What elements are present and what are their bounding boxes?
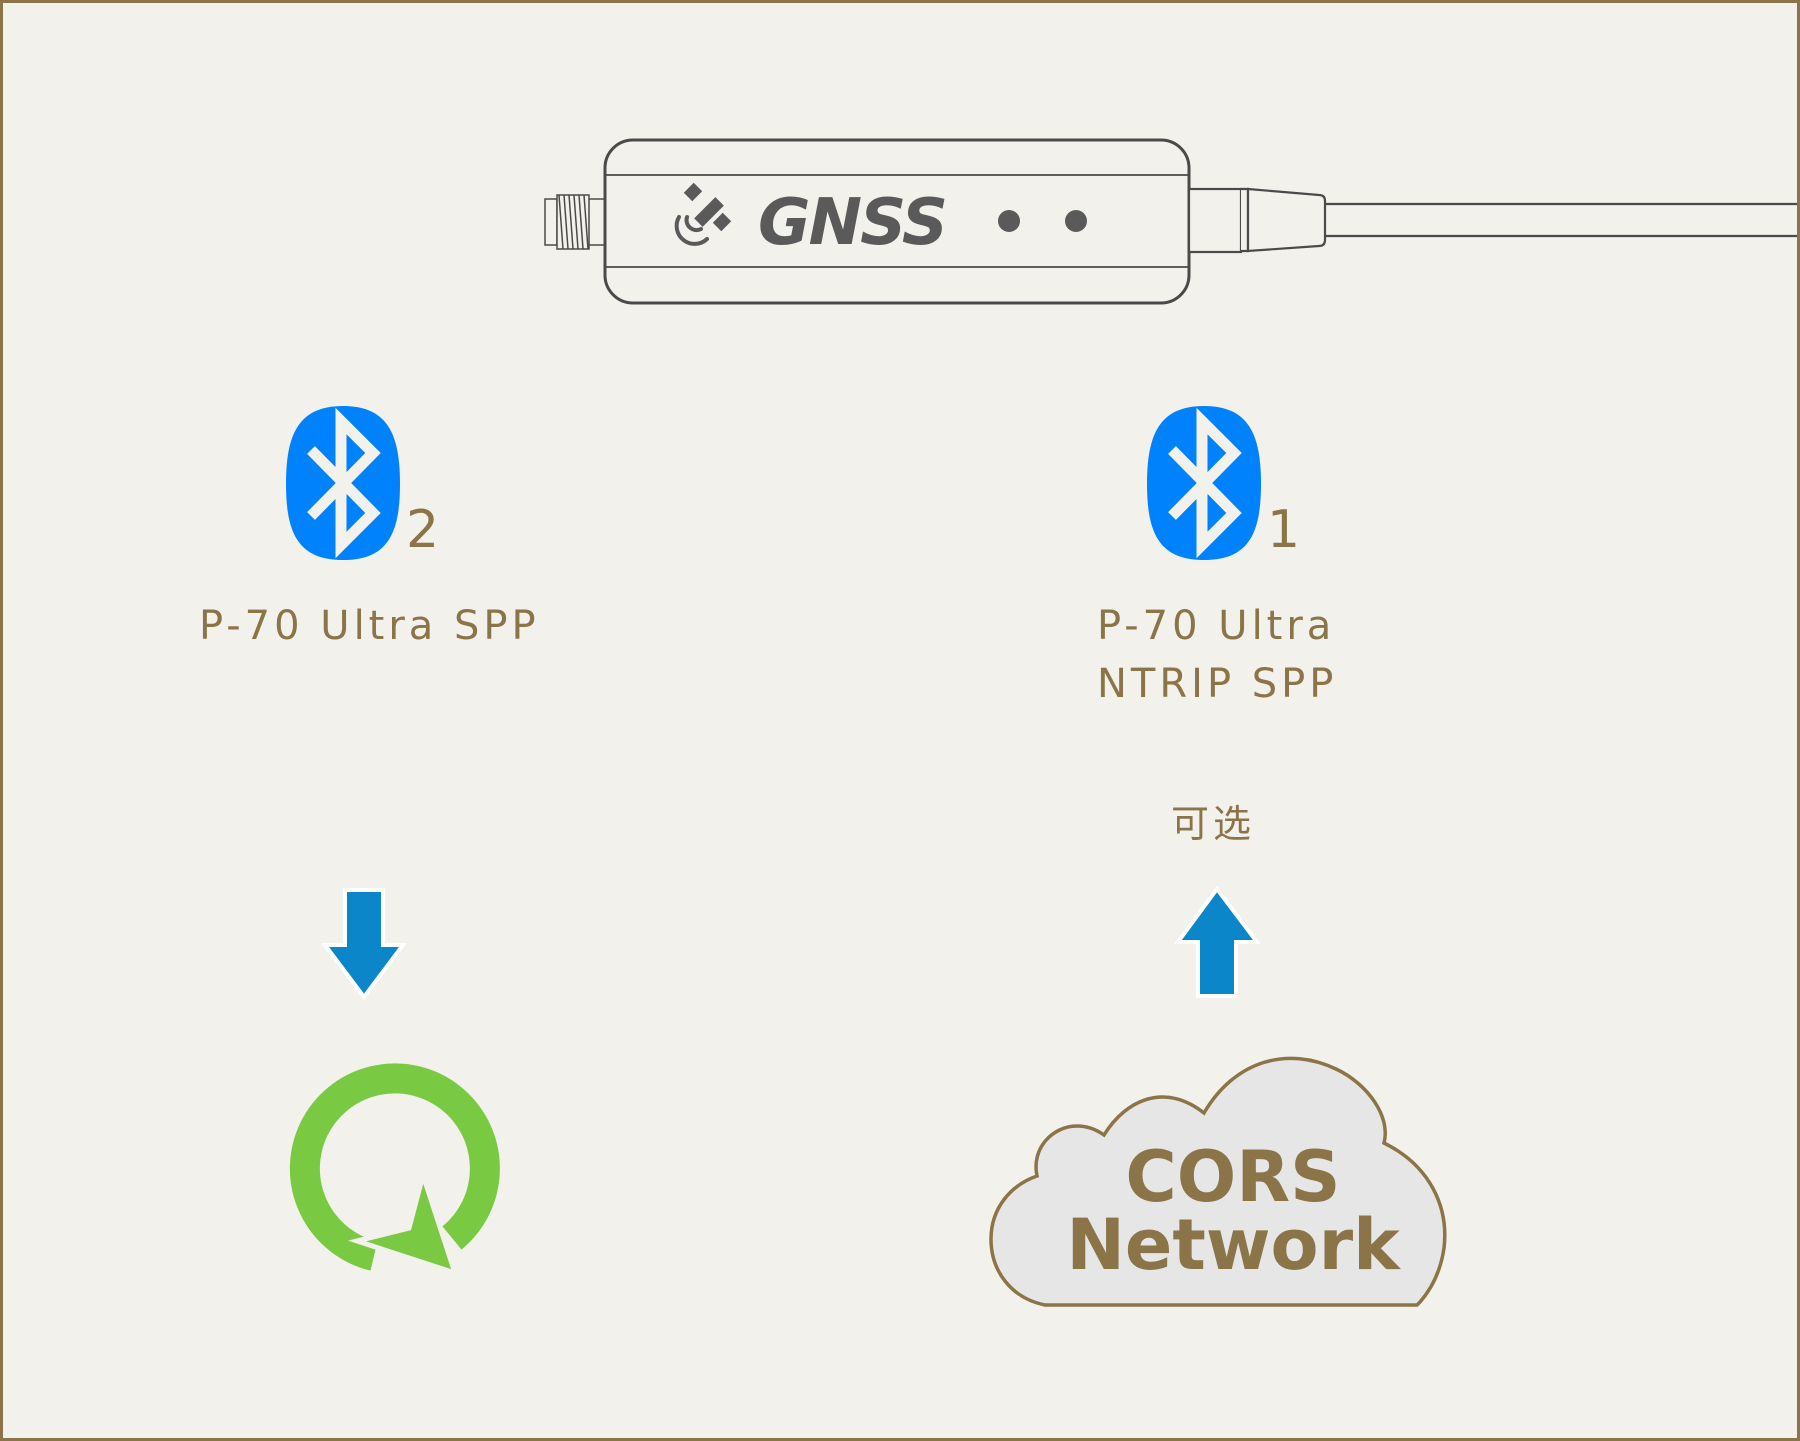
cloud-label: CORS Network: [1023, 1136, 1443, 1286]
diagram-graphics: GNSS: [286, 138, 1797, 1307]
optional-label: 可选: [1171, 802, 1256, 846]
bluetooth-index-1: 1: [1267, 500, 1301, 560]
status-led-left: [998, 210, 1020, 232]
cloud-label-line2: Network: [1066, 1204, 1400, 1286]
cable-gland: [1187, 187, 1327, 254]
cable: [1325, 202, 1797, 238]
antenna-connector: [544, 194, 605, 250]
bluetooth-index-2: 2: [406, 500, 440, 560]
qfield-app-icon: [289, 1063, 500, 1277]
device-brand-text: GNSS: [758, 186, 946, 260]
cloud-icon: [989, 1056, 1447, 1307]
right-connection-label-line1: P-70 Ultra: [1097, 603, 1336, 649]
status-led-right: [1065, 210, 1087, 232]
cloud-label-line1: CORS: [1125, 1136, 1341, 1218]
gnss-satellite-logo-icon: [674, 182, 732, 246]
bluetooth-icon: [286, 406, 400, 560]
gnss-receiver-device: [544, 138, 1797, 305]
arrow-up-icon: [1174, 885, 1262, 998]
bluetooth-icon: [1147, 406, 1261, 560]
left-connection-label: P-70 Ultra SPP: [199, 603, 540, 649]
right-connection-label-line2: NTRIP SPP: [1097, 661, 1338, 707]
arrow-down-icon: [321, 888, 407, 1001]
